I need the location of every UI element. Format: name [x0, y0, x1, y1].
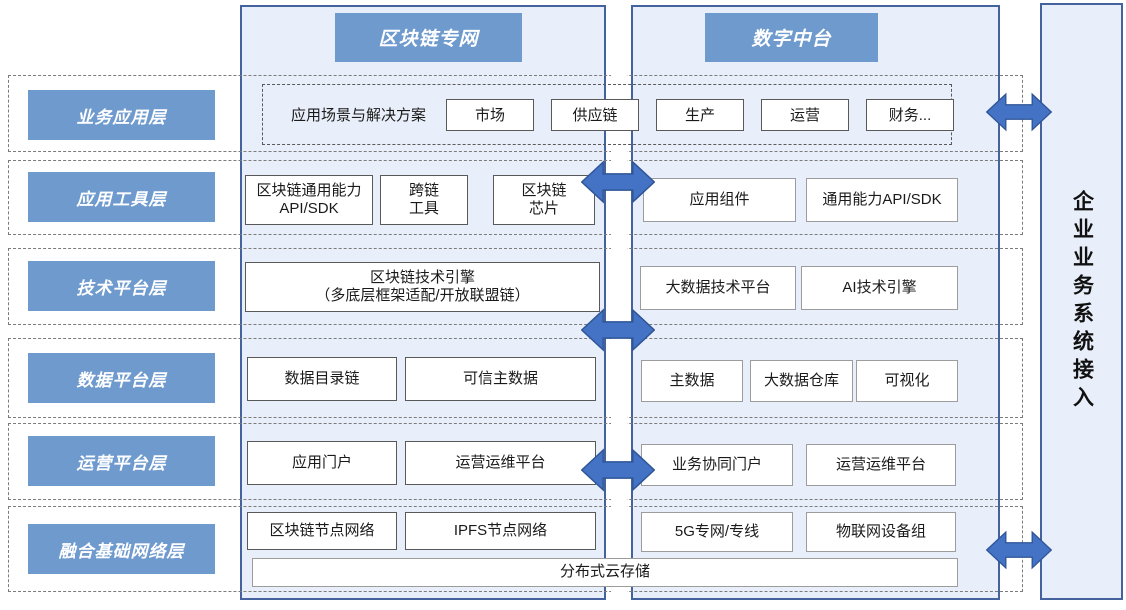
double-arrow-icon [581, 160, 655, 204]
layer-row-outline-5 [8, 423, 1023, 500]
box-ai-engine: AI技术引擎 [801, 266, 958, 310]
box-business-collab-portal: 业务协同门户 [641, 444, 793, 486]
layer-row-outline-4 [8, 338, 1023, 418]
box-om-platform-blockchain: 运营运维平台 [405, 441, 596, 485]
box-blockchain-chip: 区块链 芯片 [493, 175, 595, 225]
box-blockchain-api-sdk: 区块链通用能力 API/SDK [245, 175, 373, 225]
digital-column-header: 数字中台 [705, 13, 878, 62]
application-scenarios-caption: 应用场景与解决方案 [291, 107, 427, 124]
box-master-data: 主数据 [641, 360, 743, 402]
layer-row-outline-2 [8, 160, 1023, 235]
layer-label-business-application: 业务应用层 [28, 90, 215, 140]
box-5g-network: 5G专网/专线 [641, 512, 793, 552]
box-distributed-cloud-storage: 分布式云存储 [252, 558, 958, 587]
box-operation: 运营 [761, 98, 850, 131]
double-arrow-icon [986, 92, 1052, 132]
double-arrow-icon [581, 308, 655, 352]
enterprise-access-panel [1040, 3, 1123, 600]
double-arrow-icon [986, 530, 1052, 570]
application-scenarios-group: 应用场景与解决方案 市场 供应链 生产 运营 财务... [262, 84, 955, 145]
box-iot-device-group: 物联网设备组 [806, 512, 956, 552]
box-blockchain-node-network: 区块链节点网络 [247, 512, 397, 550]
box-market: 市场 [446, 98, 535, 131]
layer-row-outline-3 [8, 248, 1023, 325]
box-app-portal: 应用门户 [247, 441, 397, 485]
box-production: 生产 [656, 98, 745, 131]
box-bigdata-platform: 大数据技术平台 [640, 266, 796, 310]
box-blockchain-tech-engine: 区块链技术引擎 （多底层框架适配/开放联盟链） [245, 262, 600, 312]
box-om-platform-digital: 运营运维平台 [806, 444, 956, 486]
box-general-api-sdk: 通用能力API/SDK [806, 178, 958, 222]
box-ipfs-node-network: IPFS节点网络 [405, 512, 596, 550]
box-data-catalog-chain: 数据目录链 [247, 357, 397, 401]
layer-label-operation-platform: 运营平台层 [28, 436, 215, 486]
double-arrow-icon [581, 448, 655, 492]
layer-label-technology-platform: 技术平台层 [28, 261, 215, 311]
box-app-components: 应用组件 [643, 178, 796, 222]
enterprise-access-title: 企业业务系统接入 [1070, 189, 1094, 414]
box-visualization: 可视化 [856, 360, 958, 402]
blockchain-column-header: 区块链专网 [335, 13, 522, 62]
box-cross-chain-tools: 跨链 工具 [380, 175, 468, 225]
box-trusted-master-data: 可信主数据 [405, 357, 596, 401]
box-bigdata-warehouse: 大数据仓库 [750, 360, 853, 402]
layer-label-data-platform: 数据平台层 [28, 353, 215, 403]
box-supply-chain: 供应链 [551, 98, 640, 131]
box-finance: 财务... [866, 98, 955, 131]
layer-label-converged-network: 融合基础网络层 [28, 524, 215, 574]
layer-label-application-tools: 应用工具层 [28, 172, 215, 222]
